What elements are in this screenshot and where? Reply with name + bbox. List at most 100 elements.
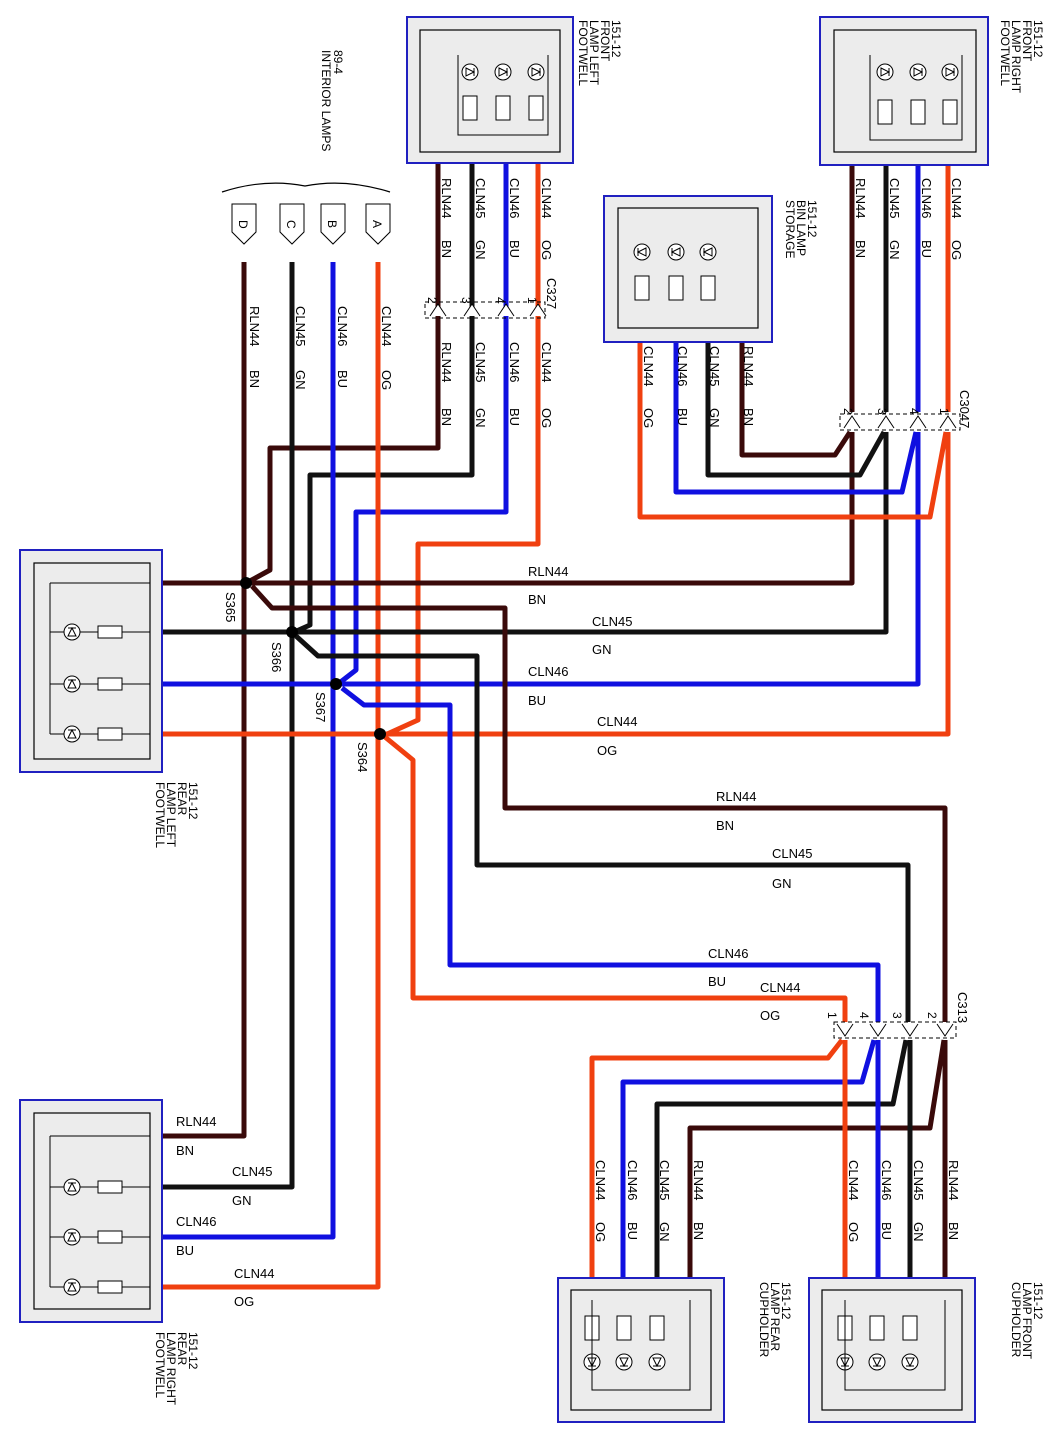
- label-line: BIN LAMP: [794, 200, 808, 256]
- label-line: 151-12: [1031, 1282, 1045, 1320]
- label-line: 151-12: [1031, 20, 1045, 58]
- pin-number: 1: [525, 297, 539, 304]
- wire-code: RLN44: [853, 178, 868, 218]
- connector-c313: 1 4 3 2 C313: [825, 992, 970, 1039]
- wire-color-code: GN: [887, 240, 902, 260]
- wire-cup-og: [383, 735, 848, 1022]
- lamp-icon: [63, 1228, 81, 1246]
- label-line: INTERIOR LAMPS: [319, 50, 333, 151]
- resistor-icon: [910, 99, 926, 125]
- wire-code: CLN44: [760, 980, 800, 995]
- wire-code: CLN44: [379, 306, 394, 346]
- lamp-icon: [648, 1353, 666, 1371]
- wire-color-code: GN: [232, 1193, 252, 1208]
- svg-text:CUPHOLDER LAMP REAR: CUPHOLDER LAMP REAR 151-12: [757, 1282, 793, 1361]
- wire-code: RLN44: [716, 789, 756, 804]
- label-line: CUPHOLDER: [757, 1282, 771, 1358]
- footwell-lamp-left-rear: FOOTWELL LAMP LEFT REAR 151-12: [19, 549, 200, 848]
- resistor-icon: [97, 1180, 123, 1194]
- pin-label: A: [370, 220, 384, 228]
- lamp-icon: [494, 63, 512, 81]
- wire-sb-bu: [673, 342, 919, 495]
- wire-color-code: BN: [439, 240, 454, 258]
- pin-number: 4: [493, 297, 507, 304]
- wire-color-code: GN: [707, 408, 722, 428]
- wire-code: CLN46: [879, 1160, 894, 1200]
- wire-code: RLN44: [247, 306, 262, 346]
- connector-c3047: 2 3 4 1 C3047: [839, 390, 972, 431]
- lamp-icon: [667, 243, 685, 261]
- wire-code: RLN44: [741, 346, 756, 386]
- label-line: LAMP RIGHT: [164, 1332, 178, 1406]
- wire-int-a: [162, 262, 381, 1290]
- connector-label: C313: [955, 992, 970, 1023]
- label-line: FOOTWELL: [998, 20, 1012, 86]
- pin-label: B: [325, 220, 339, 228]
- wire-color-code: GN: [911, 1222, 926, 1242]
- wire-code: CLN44: [597, 714, 637, 729]
- wire-color-code: OG: [846, 1222, 861, 1242]
- resistor-icon: [668, 275, 684, 301]
- wire-code: CLN46: [708, 946, 748, 961]
- label-line: 151-12: [779, 1282, 793, 1320]
- resistor-icon: [97, 677, 123, 691]
- resistor-icon: [877, 99, 893, 125]
- pin-number: 3: [459, 297, 473, 304]
- wire-code: CLN46: [507, 342, 522, 382]
- footwell-lamp-right-front: FOOTWELL LAMP RIGHT FRONT 151-12: [819, 16, 1045, 166]
- wire-int-d: [162, 262, 247, 1139]
- wire-color-code: BU: [507, 408, 522, 426]
- label-line: LAMP LEFT: [164, 782, 178, 848]
- label-line: FRONT: [598, 20, 612, 62]
- svg-text:FOOTWELL LAMP RIGHT: FOOTWELL LAMP RIGHT REAR 151-12: [153, 1332, 200, 1408]
- wire-trunk-gn: [162, 432, 889, 635]
- splice-label: S365: [223, 592, 238, 622]
- wire-color-code: BU: [528, 693, 546, 708]
- lamp-icon: [699, 243, 717, 261]
- wire-color-code: BU: [176, 1243, 194, 1258]
- cupholder-lamp-rear: CUPHOLDER LAMP REAR 151-12: [557, 1277, 793, 1423]
- label-line: 151-12: [186, 1332, 200, 1370]
- wire-flf-bu: [336, 162, 509, 686]
- wire-cupr-bu: [620, 1039, 877, 1278]
- wire-code: CLN45: [232, 1164, 272, 1179]
- lamp-icon: [615, 1353, 633, 1371]
- lamp-group-flf: [457, 55, 549, 136]
- splice-dot: [240, 577, 252, 589]
- wire-cup-bu: [340, 686, 881, 1022]
- resistor-icon: [902, 1315, 918, 1341]
- wire-code: RLN44: [439, 178, 454, 218]
- pin-c: C: [279, 203, 305, 245]
- label-line: REAR: [175, 1332, 189, 1366]
- wire-code: CLN45: [887, 178, 902, 218]
- wire-color-code: BN: [176, 1143, 194, 1158]
- wire-color-code: GN: [592, 642, 612, 657]
- wire-code: CLN45: [473, 342, 488, 382]
- resistor-icon: [634, 275, 650, 301]
- pin-number: 3: [890, 1012, 904, 1019]
- splice-label: S367: [313, 692, 328, 722]
- lamp-icon: [876, 63, 894, 81]
- footwell-lamp-left-front: FOOTWELL LAMP LEFT FRONT 151-12: [406, 16, 623, 164]
- connector-label: C327: [544, 278, 559, 309]
- wire-sb-og: [637, 342, 949, 520]
- splice-dot: [330, 678, 342, 690]
- label-line: LAMP LEFT: [587, 20, 601, 86]
- wire-labels: RLN44 BN CLN45 GN CLN46 BU CLN44 OG RLN4…: [176, 178, 964, 1309]
- wire-color-code: BU: [335, 370, 350, 388]
- lamp-icon: [941, 63, 959, 81]
- svg-text:FOOTWELL LAMP LEFT: FOOTWELL LAMP LEFT FRONT 151-12: [576, 20, 623, 89]
- wire-code: CLN44: [846, 1160, 861, 1200]
- connector-c327: 2 3 4 1 C327: [424, 278, 559, 319]
- wire-code: CLN45: [293, 306, 308, 346]
- wire-code: CLN45: [772, 846, 812, 861]
- resistor-icon: [942, 99, 958, 125]
- resistor-icon: [97, 727, 123, 741]
- pin-label: C: [284, 220, 298, 229]
- wire-color-code: BN: [946, 1222, 961, 1240]
- footwell-lamp-right-rear: FOOTWELL LAMP RIGHT REAR 151-12: [19, 1099, 200, 1408]
- splice-label: S366: [269, 642, 284, 672]
- pin-a: A: [365, 203, 391, 245]
- wire-code: CLN45: [473, 178, 488, 218]
- wire-color-code: OG: [949, 240, 964, 260]
